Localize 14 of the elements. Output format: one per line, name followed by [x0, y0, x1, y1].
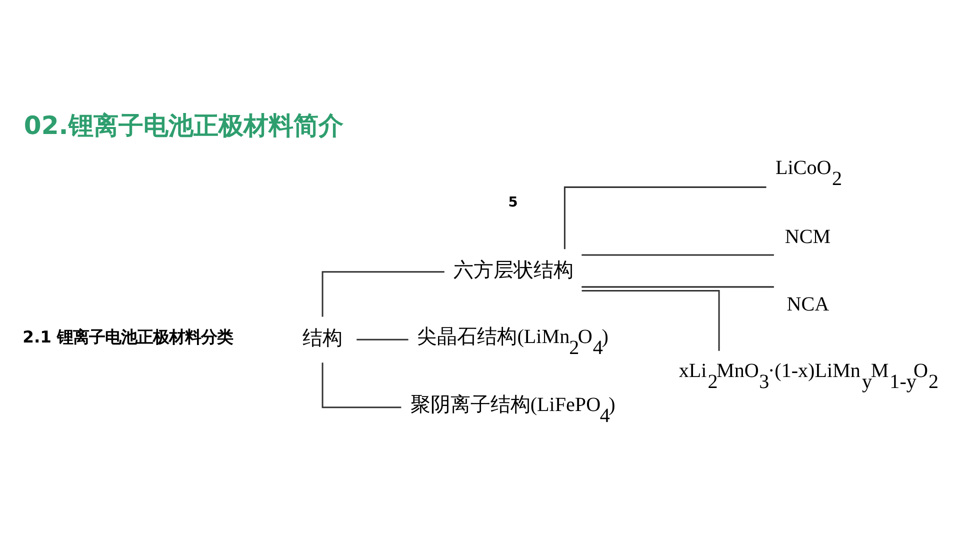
- connector: [322, 362, 402, 408]
- connector: [582, 290, 720, 351]
- label: 2.1 锂离子电池正极材料分类: [22, 328, 234, 347]
- node-text: NCM: [784, 226, 831, 248]
- connector: [356, 338, 408, 340]
- node-text: 六方层状结构: [454, 260, 574, 282]
- connector: [582, 254, 774, 256]
- node-text: 结构: [302, 327, 342, 350]
- connector: [564, 186, 766, 250]
- node-text: NCA: [786, 294, 830, 316]
- connector: [582, 286, 774, 288]
- connector: [322, 271, 444, 317]
- label: 5: [508, 194, 518, 210]
- diagram-title: 02.锂离子电池正极材料简介: [24, 110, 344, 140]
